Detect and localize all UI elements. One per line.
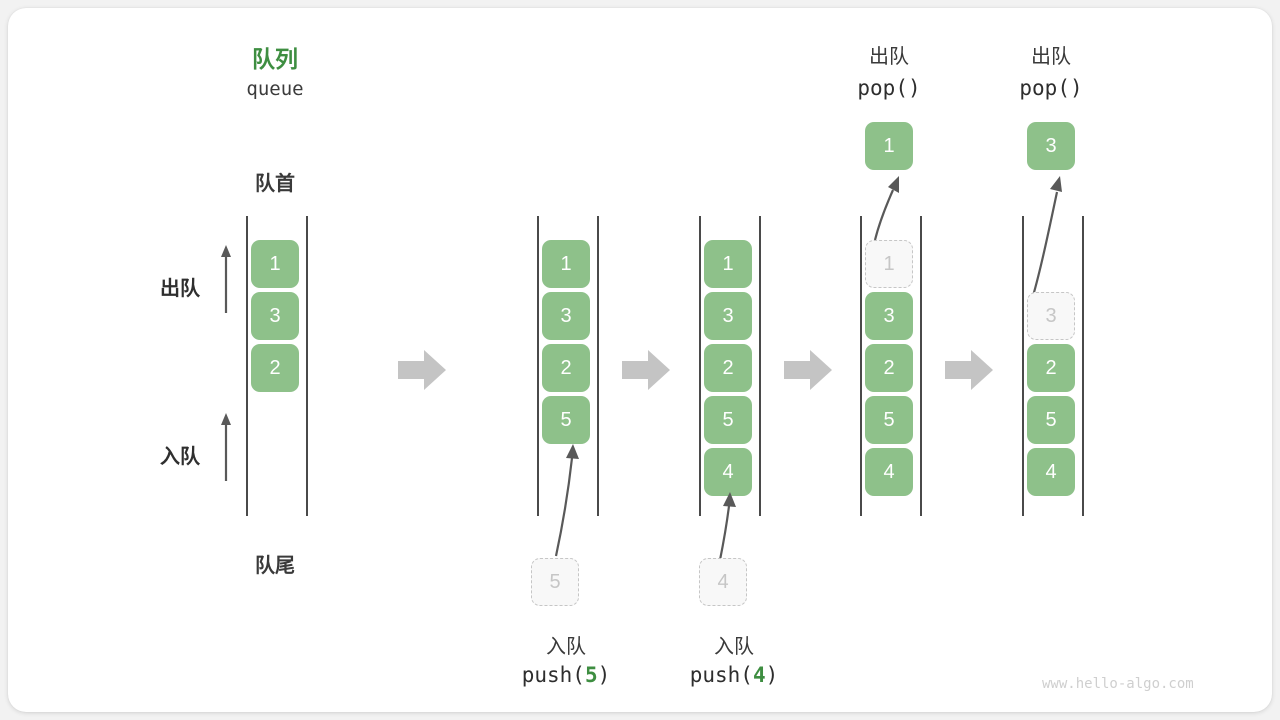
queue-front-label: 队首 — [255, 173, 295, 195]
queue-cell: 5 — [865, 396, 913, 444]
queue-rail-left — [860, 216, 862, 516]
queue-cell: 2 — [865, 344, 913, 392]
popped-cell: 1 — [865, 122, 913, 170]
queue-rail-left — [537, 216, 539, 516]
enqueue-side-label: 入队 — [160, 446, 200, 468]
queue-cell: 2 — [1027, 344, 1075, 392]
enqueue-direction-arrow-icon — [221, 413, 231, 481]
step-transition-arrow-icon — [622, 350, 670, 390]
pending-cell: 5 — [531, 558, 579, 606]
pop-arrow-icon — [873, 176, 899, 241]
queue-cell: 4 — [865, 448, 913, 496]
queue-title-en: queue — [246, 78, 304, 100]
dequeue-direction-arrow-icon — [221, 245, 231, 313]
queue-cell: 4 — [1027, 448, 1075, 496]
queue-rail-right — [597, 216, 599, 516]
pop-label-cn: 出队 — [869, 46, 909, 68]
pop-label-code: pop() — [1019, 76, 1083, 100]
push-label-code: push(5) — [496, 663, 636, 687]
pop-label-cn: 出队 — [1031, 46, 1071, 68]
watermark: www.hello-algo.com — [1042, 676, 1194, 692]
queue-cell: 1 — [251, 240, 299, 288]
push-arrow-icon — [718, 492, 736, 561]
queue-cell: 3 — [251, 292, 299, 340]
push-code-prefix: push( — [689, 663, 753, 687]
popped-cell: 3 — [1027, 122, 1075, 170]
pop-arrow-icon — [1031, 176, 1062, 297]
queue-cell-removed: 1 — [865, 240, 913, 288]
queue-cell: 5 — [542, 396, 590, 444]
pending-cell: 4 — [699, 558, 747, 606]
push-code-suffix: ) — [597, 663, 611, 687]
queue-rail-right — [920, 216, 922, 516]
queue-cell: 5 — [704, 396, 752, 444]
queue-rail-right — [759, 216, 761, 516]
queue-cell: 3 — [865, 292, 913, 340]
queue-cell: 2 — [251, 344, 299, 392]
queue-cell: 1 — [542, 240, 590, 288]
queue-cell: 2 — [704, 344, 752, 392]
queue-cell: 5 — [1027, 396, 1075, 444]
push-label-cn: 入队 — [546, 636, 586, 658]
dequeue-side-label: 出队 — [160, 278, 200, 300]
queue-cell: 1 — [704, 240, 752, 288]
queue-rail-left — [699, 216, 701, 516]
push-label-cn: 入队 — [714, 636, 754, 658]
queue-rear-label: 队尾 — [255, 555, 295, 577]
queue-cell: 4 — [704, 448, 752, 496]
queue-cell-removed: 3 — [1027, 292, 1075, 340]
push-code-suffix: ) — [765, 663, 779, 687]
push-code-prefix: push( — [521, 663, 585, 687]
queue-cell: 2 — [542, 344, 590, 392]
queue-cell: 3 — [704, 292, 752, 340]
push-code-value: 4 — [752, 663, 766, 687]
pop-label-code: pop() — [857, 76, 921, 100]
queue-cell: 3 — [542, 292, 590, 340]
queue-title-cn: 队列 — [252, 46, 298, 72]
queue-rail-right — [1082, 216, 1084, 516]
step-transition-arrow-icon — [784, 350, 832, 390]
diagram-card: 队列 queue 队首 队尾 出队 入队 1 3 2 1 3 2 5 — [8, 8, 1272, 712]
queue-rail-left — [246, 216, 248, 516]
push-label-code: push(4) — [664, 663, 804, 687]
queue-rail-left — [1022, 216, 1024, 516]
queue-rail-right — [306, 216, 308, 516]
push-code-value: 5 — [584, 663, 598, 687]
push-arrow-icon — [554, 444, 579, 557]
step-transition-arrow-icon — [398, 350, 446, 390]
step-transition-arrow-icon — [945, 350, 993, 390]
